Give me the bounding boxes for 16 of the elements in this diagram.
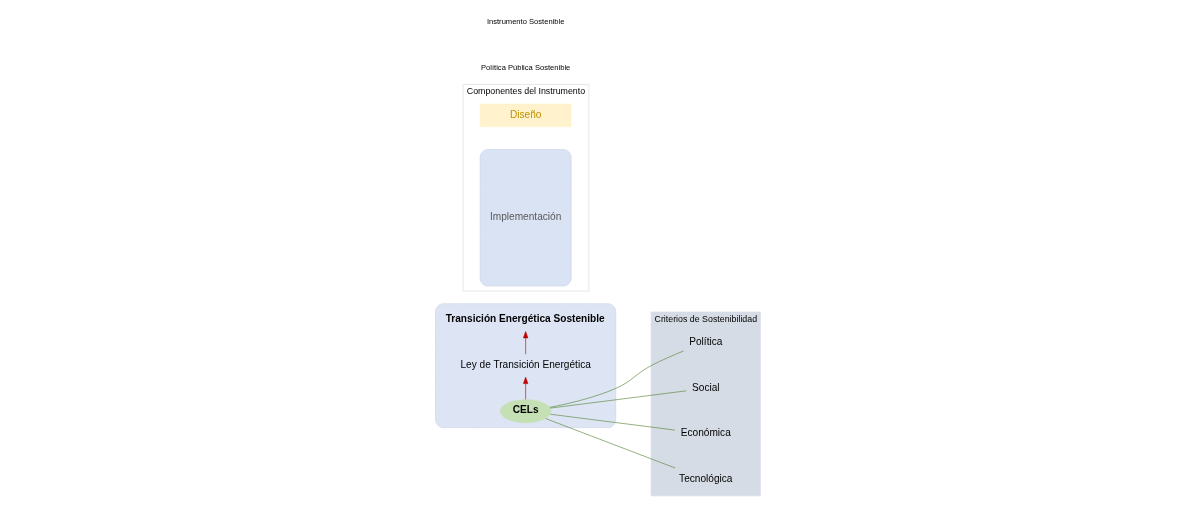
connector <box>550 390 687 409</box>
node-text: Tecnológica <box>679 472 733 484</box>
connector <box>545 418 676 469</box>
connector <box>550 413 676 431</box>
node-text: Social <box>692 381 720 393</box>
node-box: Diseño <box>479 103 572 128</box>
node-box: Implementación <box>479 149 572 287</box>
node-text: Económica <box>680 427 731 439</box>
node-text: Política <box>689 336 723 348</box>
arrow <box>523 376 529 400</box>
node-text: Ley de Transición Energética <box>460 359 591 371</box>
cluster <box>435 303 617 428</box>
arrow <box>523 331 529 355</box>
connector <box>549 350 684 408</box>
node-ellipse: CELs <box>500 399 552 424</box>
node-text: Transición Energética Sostenible <box>445 312 605 324</box>
